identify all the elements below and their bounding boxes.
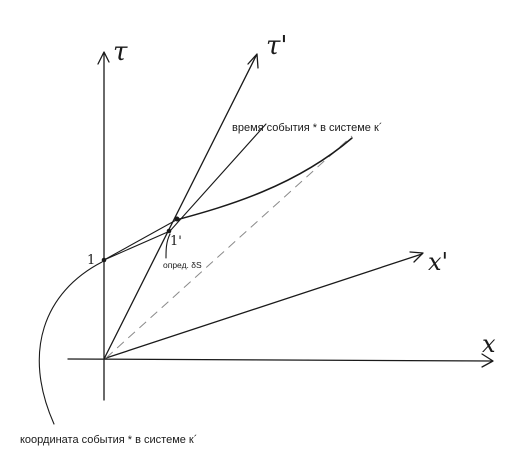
point-1-label: 1 — [87, 253, 95, 268]
x-prime-axis-label: x' — [428, 248, 448, 276]
tau-axis-arrowhead — [97, 51, 110, 65]
point-1-prime — [166, 228, 172, 234]
tau-prime-axis-arrowhead — [247, 53, 259, 69]
light-line-dashed — [105, 135, 353, 359]
hyperbola-curve — [175, 137, 353, 221]
tau-prime-axis-line — [103, 55, 257, 360]
x-axis-line — [67, 358, 493, 362]
tau-prime-axis — [103, 53, 259, 360]
coordinate-pointer-curve — [38, 261, 103, 425]
x-prime-axis — [105, 251, 424, 359]
tau-axis-label: τ — [113, 37, 128, 67]
event-time-annotation: время события * в системе к´ — [232, 122, 382, 134]
event-coordinate-annotation: координата события * в системе к´ — [20, 434, 197, 446]
point-1 — [101, 257, 107, 263]
interval-annotation: опред. δS — [163, 260, 202, 270]
tau-axis — [97, 51, 110, 401]
x-axis-arrowhead — [481, 353, 494, 368]
event-time-pointer-line — [169, 123, 267, 232]
x-prime-axis-arrowhead — [409, 251, 424, 263]
line-point1-to-point1prime — [103, 230, 171, 261]
line-point1-to-event — [103, 218, 179, 261]
x-prime-axis-line — [105, 253, 423, 359]
point-1-prime-label: 1' — [170, 234, 182, 249]
interval-curl — [165, 233, 171, 259]
tau-prime-axis-label: τ' — [266, 31, 288, 61]
x-axis-label: x — [482, 330, 496, 358]
x-axis — [67, 353, 494, 368]
event-point — [174, 216, 180, 222]
